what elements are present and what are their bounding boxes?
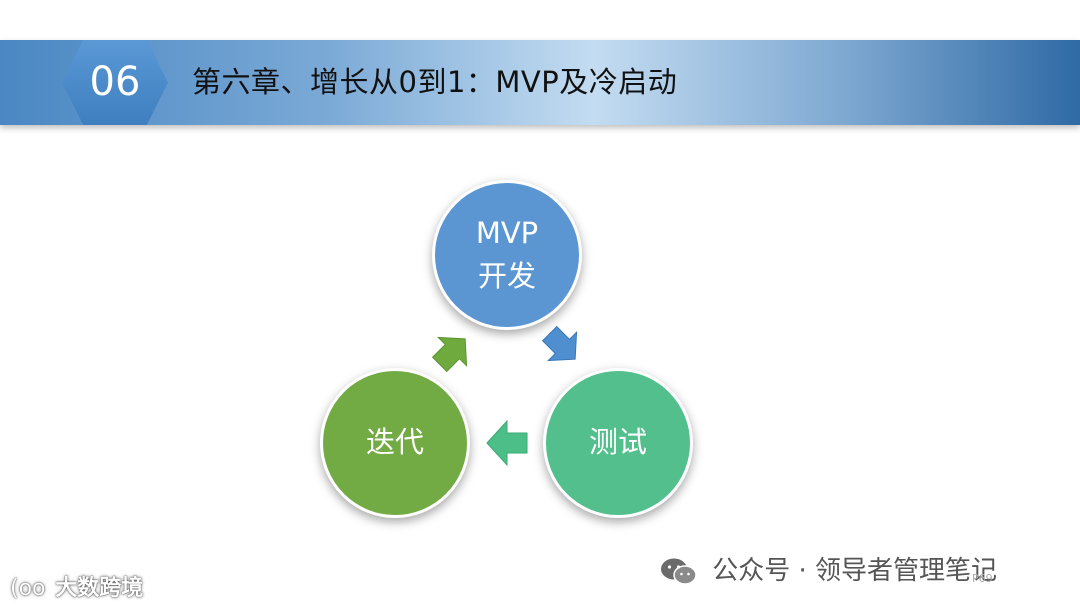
title-banner bbox=[0, 40, 1080, 125]
node-iterate-label: 迭代 bbox=[365, 425, 424, 460]
logo-mark: (oo bbox=[10, 576, 46, 601]
node-test: 测试 bbox=[543, 368, 693, 518]
page-number: P69 bbox=[972, 572, 993, 585]
node-test-label: 测试 bbox=[588, 425, 647, 460]
arrow-test-to-iterate bbox=[486, 419, 528, 467]
node-mvp-development: MVP 开发 bbox=[432, 180, 582, 330]
arrow-iterate-to-mvp bbox=[431, 336, 468, 373]
node-mvp-line-1: MVP bbox=[475, 215, 539, 250]
wechat-account-text: 公众号 · 领导者管理笔记 bbox=[712, 556, 998, 586]
watermark-logo: (oo 大数跨境 bbox=[10, 570, 143, 602]
chapter-badge bbox=[62, 40, 168, 125]
chapter-number: 06 bbox=[89, 59, 141, 105]
logo-text: 大数跨境 bbox=[55, 576, 144, 601]
node-mvp-line-2: 开发 bbox=[477, 259, 536, 293]
wechat-footer: 公众号 · 领导者管理笔记 bbox=[660, 550, 997, 587]
page-title: 第六章、增长从0到1：MVP及冷启动 bbox=[192, 65, 678, 99]
wechat-icon bbox=[661, 558, 697, 585]
node-iterate: 迭代 bbox=[320, 368, 470, 518]
arrow-mvp-to-test bbox=[541, 325, 578, 362]
